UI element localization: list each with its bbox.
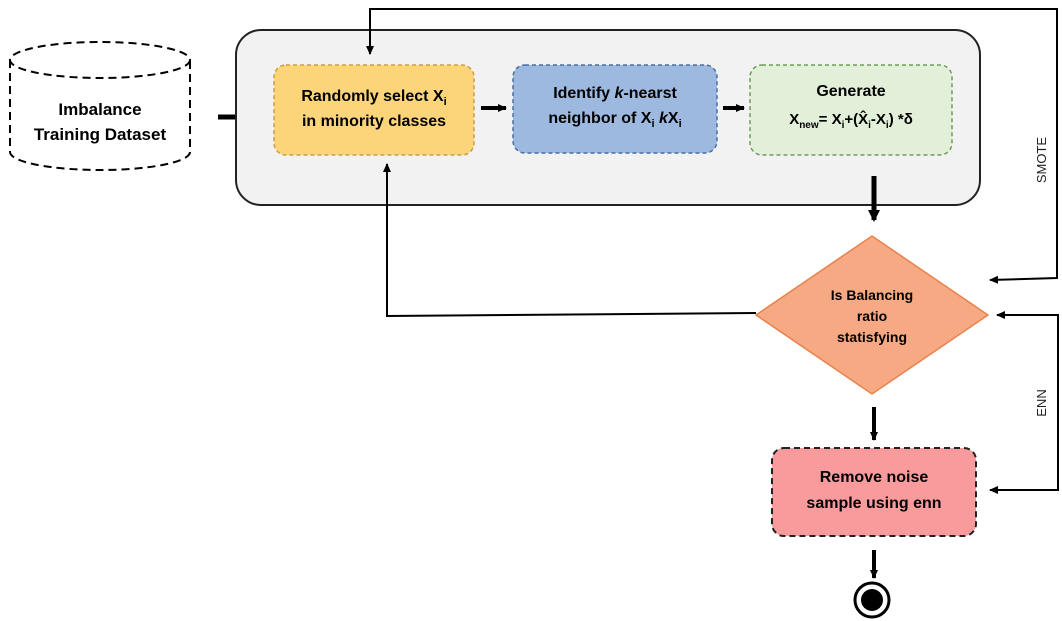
identify-node: Identify k-nearst neighbor of Xi kXi <box>512 64 718 154</box>
decision-label-line1: Is Balancing <box>831 287 913 303</box>
identify-label-line1: Identify k-nearst <box>553 85 677 102</box>
decision-label-line3: statisfying <box>837 329 907 345</box>
remove-node: Remove noise sample using enn <box>771 447 977 537</box>
remove-label-line1: Remove noise <box>820 469 929 486</box>
decision-node: Is Balancing ratio statisfying <box>754 235 990 395</box>
arrow-decision-back-to-select <box>383 163 757 318</box>
smote-label: SMOTE <box>1034 137 1049 184</box>
identify-label-line2: neighbor of Xi kXi <box>548 110 681 130</box>
dataset-label-line1: Imbalance <box>58 100 141 119</box>
select-label-line1: Randomly select Xi <box>301 88 446 108</box>
select-node: Randomly select Xi in minority classes <box>273 64 475 156</box>
dataset-label-line2: Training Dataset <box>34 125 167 144</box>
generate-formula: Xnew= Xi+(X̂i-Xi) *δ <box>789 109 913 131</box>
enn-label: ENN <box>1034 389 1049 416</box>
decision-label-line2: ratio <box>857 308 887 324</box>
arrow-smote-loop <box>369 8 1058 284</box>
remove-label-line2: sample using enn <box>806 495 941 512</box>
generate-label-line1: Generate <box>816 83 885 100</box>
dataset-cylinder: Imbalance Training Dataset <box>9 41 191 171</box>
end-node-icon <box>853 581 891 619</box>
select-label-line2: in minority classes <box>302 113 446 130</box>
generate-node: Generate Xnew= Xi+(X̂i-Xi) *δ <box>749 64 953 156</box>
